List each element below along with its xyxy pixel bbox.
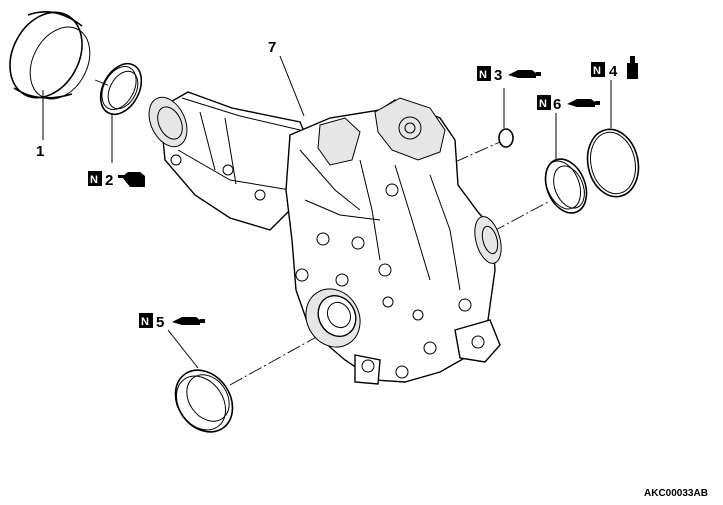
- non-reusable-letter: N: [539, 98, 547, 110]
- grease-gun-icon: [508, 70, 541, 78]
- callout-4-number: 4: [609, 63, 618, 80]
- callout-1-number: 1: [36, 143, 44, 160]
- callout-6-marker: N 6: [537, 95, 600, 113]
- grease-gun-icon: [172, 317, 205, 325]
- non-reusable-letter: N: [141, 316, 149, 328]
- centerline-sleeve: [94, 79, 111, 87]
- part-5-seal: [174, 369, 234, 433]
- non-reusable-letter: N: [593, 65, 601, 77]
- part-4-large-o-ring: [586, 128, 640, 198]
- callout-2-marker: N 2: [88, 171, 145, 189]
- part-3-o-ring: [498, 128, 514, 148]
- callout-6-number: 6: [553, 96, 561, 113]
- sealant-tube-icon: [627, 56, 638, 79]
- gear-oil-can-icon: [118, 172, 145, 187]
- callout-7-number: 7: [268, 39, 276, 56]
- callout-5-number: 5: [156, 314, 164, 331]
- non-reusable-letter: N: [479, 69, 487, 81]
- non-reusable-box: [139, 313, 153, 328]
- callout-3-number: 3: [494, 67, 502, 84]
- non-reusable-box: [591, 62, 605, 77]
- callout-5-marker: N 5: [139, 313, 205, 331]
- callout-4-marker: N 4: [591, 56, 638, 80]
- centerline-front: [229, 334, 321, 386]
- callout-2-number: 2: [105, 172, 113, 189]
- part-6-seal: [544, 158, 588, 214]
- part-1-sleeve: [9, 11, 91, 100]
- callout-3-marker: N 3: [477, 66, 541, 84]
- grease-gun-icon: [567, 99, 600, 107]
- non-reusable-letter: N: [90, 174, 98, 186]
- centerline-rear: [491, 201, 549, 233]
- figure-reference-code: AKC00033AB: [644, 488, 708, 499]
- non-reusable-box: [88, 171, 102, 186]
- centerline-o-ring: [454, 141, 501, 163]
- non-reusable-box: [537, 95, 551, 110]
- non-reusable-box: [477, 66, 491, 81]
- part-7-transfer-case: [148, 91, 502, 385]
- part-2-oil-seal: [99, 62, 143, 116]
